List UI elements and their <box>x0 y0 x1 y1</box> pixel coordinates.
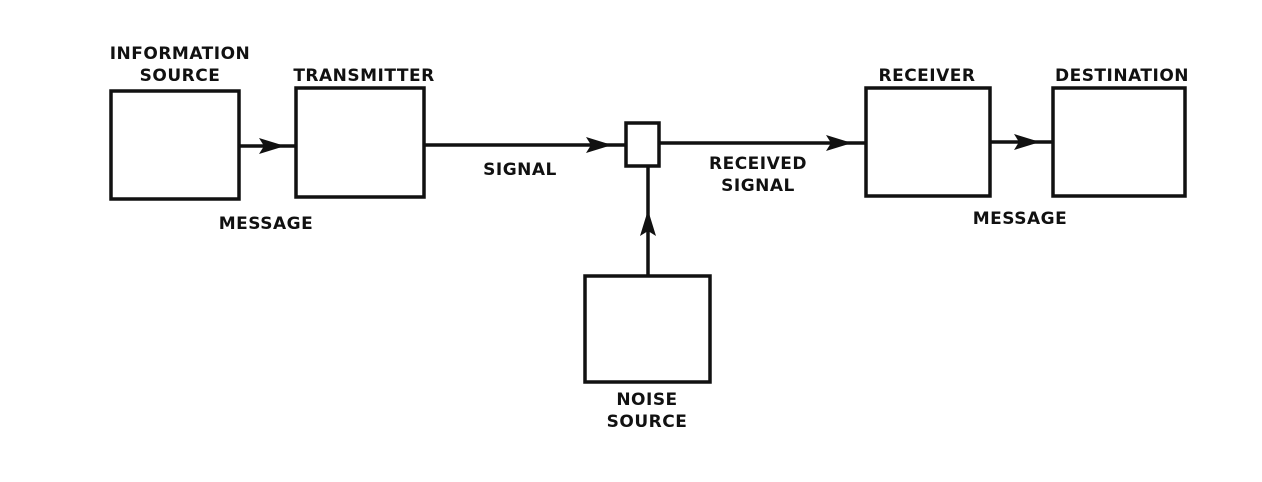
arrowhead-received-signal <box>826 135 852 151</box>
arrowhead-message-right <box>1014 134 1040 150</box>
noise-source-label-line2: SOURCE <box>607 412 688 432</box>
destination-box <box>1051 86 1187 198</box>
transmitter-box <box>294 86 426 199</box>
mixer-box <box>624 121 661 168</box>
signal-label: SIGNAL <box>483 160 557 180</box>
message-label-right: MESSAGE <box>973 209 1067 229</box>
received-signal-label-line2: SIGNAL <box>721 176 795 196</box>
received-signal-label-line1: RECEIVED <box>709 154 807 174</box>
information-source-box <box>109 89 241 201</box>
noise-source-box <box>583 274 712 384</box>
information-source-label-line1: INFORMATION <box>110 44 251 64</box>
receiver-label: RECEIVER <box>879 66 976 86</box>
transmitter-label: TRANSMITTER <box>293 66 434 86</box>
arrowhead-noise <box>640 210 656 236</box>
receiver-box <box>864 86 992 198</box>
message-label-left: MESSAGE <box>219 214 313 234</box>
arrowhead-signal <box>586 137 612 153</box>
arrowhead-message-left <box>259 138 285 154</box>
destination-label: DESTINATION <box>1055 66 1189 86</box>
information-source-label-line2: SOURCE <box>140 66 221 86</box>
noise-source-label-line1: NOISE <box>616 390 677 410</box>
